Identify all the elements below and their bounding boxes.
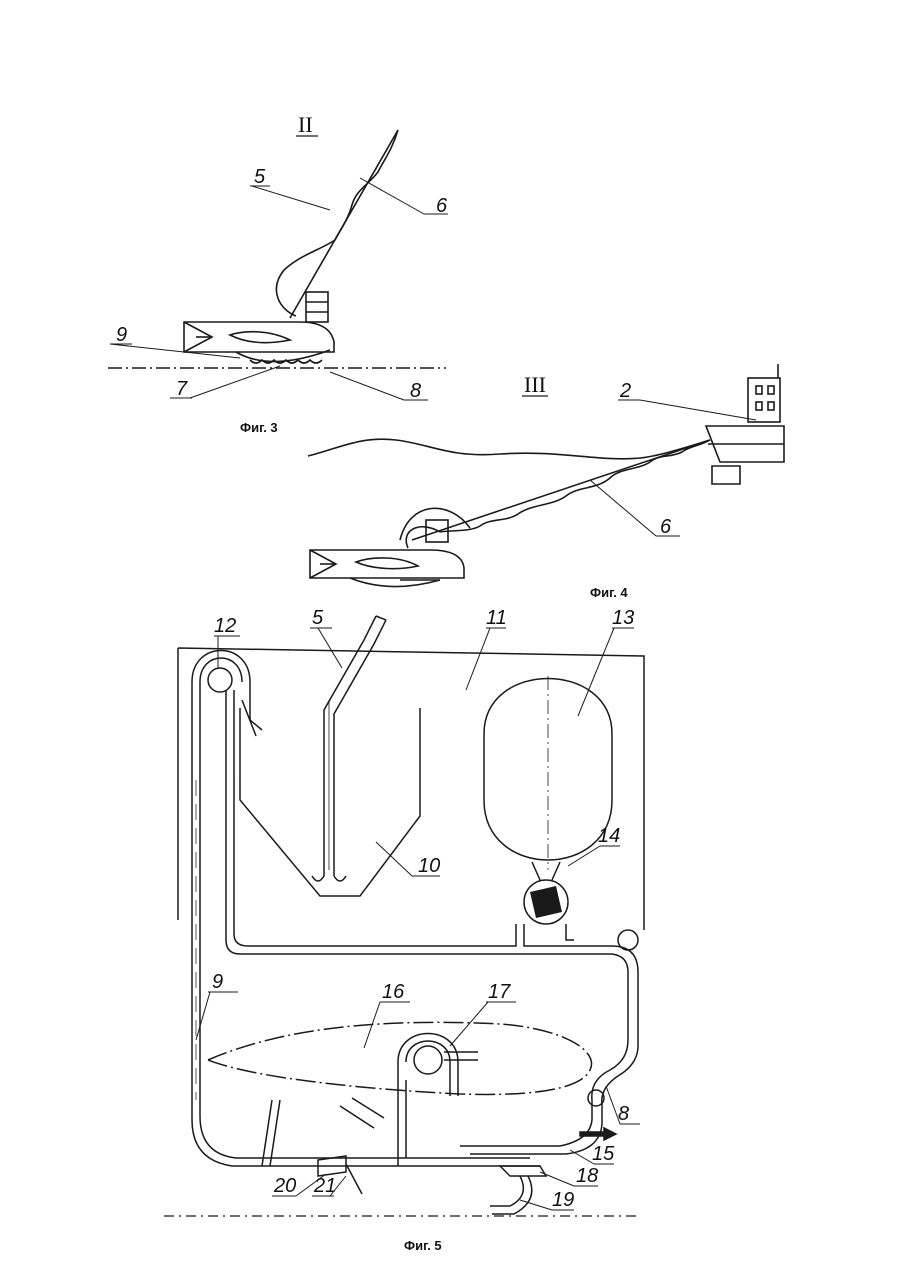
fig5-label-8: 8	[618, 1103, 629, 1125]
figure-3: II	[108, 112, 448, 400]
fig5-body-16	[208, 1022, 592, 1094]
fig3-label-7: 7	[176, 378, 188, 400]
fig3-label-9: 9	[116, 324, 127, 346]
figure-5	[164, 616, 644, 1216]
fig4-caption: Фиг. 4	[590, 585, 628, 600]
fig3-vehicle	[184, 292, 334, 363]
fig5-pump-17	[414, 1046, 442, 1074]
fig5-label-19: 19	[552, 1189, 574, 1211]
fig5-label-11: 11	[486, 607, 507, 629]
fig5-label-9: 9	[212, 971, 223, 993]
fig5-label-17: 17	[488, 981, 511, 1003]
fig5-label-12: 12	[214, 615, 236, 637]
fig4-label-2: 2	[619, 380, 631, 402]
fig5-label-15: 15	[592, 1143, 615, 1165]
fig3-label-5: 5	[254, 166, 266, 188]
fig3-roman: II	[298, 112, 313, 137]
fig5-riser-pipe-9	[192, 682, 300, 1166]
figure-4: III	[308, 364, 784, 587]
fig5-label-5: 5	[312, 607, 324, 629]
fig4-sea-surface	[308, 439, 710, 459]
fig5-label-18: 18	[576, 1165, 598, 1187]
fig5-label-10: 10	[418, 855, 440, 877]
fig5-caption: Фиг. 5	[404, 1238, 442, 1253]
fig5-label-21: 21	[313, 1175, 336, 1197]
fig5-hull-11	[178, 648, 644, 930]
fig5-pipe-8	[460, 954, 628, 1146]
fig4-vehicle	[310, 508, 470, 586]
fig3-hose	[276, 130, 398, 316]
fig4-ship	[706, 364, 784, 484]
fig5-label-14: 14	[598, 825, 620, 847]
fig5-label-16: 16	[382, 981, 405, 1003]
fig3-label-6: 6	[436, 195, 448, 217]
fig5-pulley-12	[208, 668, 232, 692]
fig5-suction-pipe-5	[312, 616, 386, 881]
fig3-label-8: 8	[410, 380, 421, 402]
fig4-roman: III	[524, 372, 546, 397]
fig5-hopper-10	[240, 708, 420, 896]
fig4-label-6: 6	[660, 516, 672, 538]
fig3-caption: Фиг. 3	[240, 420, 278, 435]
fig5-label-20: 20	[273, 1175, 296, 1197]
fig5-label-13: 13	[612, 607, 634, 629]
